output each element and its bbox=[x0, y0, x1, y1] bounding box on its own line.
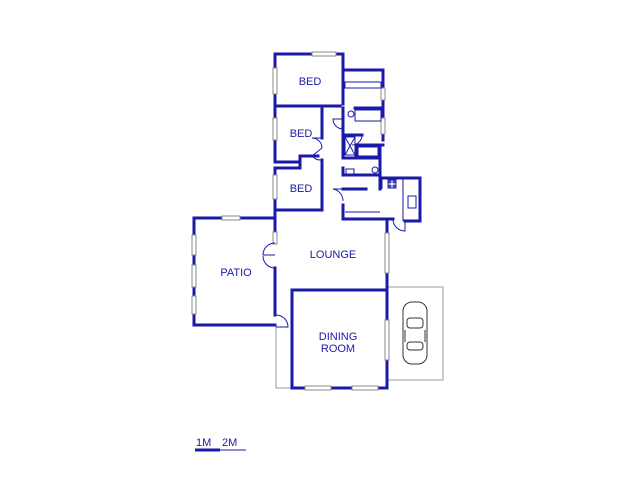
room-label-bed-3: BED bbox=[290, 183, 313, 195]
scale-bar: 1M 2M bbox=[195, 437, 246, 452]
room-label-bed-2: BED bbox=[290, 128, 313, 140]
room-label-dining-line1: DINING bbox=[319, 331, 358, 343]
room-label-dining-line2: ROOM bbox=[321, 343, 355, 355]
room-label-bed-1: BED bbox=[299, 76, 322, 88]
main-wing-walls bbox=[273, 203, 389, 390]
car-icon bbox=[402, 301, 428, 365]
fixtures bbox=[344, 81, 417, 221]
room-label-lounge: LOUNGE bbox=[310, 249, 356, 261]
doors bbox=[262, 118, 406, 328]
patio-lower-outline bbox=[275, 325, 292, 389]
room-label-patio: PATIO bbox=[220, 267, 252, 279]
scale-label-2m: 2M bbox=[222, 437, 237, 449]
scale-label-1m: 1M bbox=[196, 437, 211, 449]
windows bbox=[191, 51, 390, 391]
